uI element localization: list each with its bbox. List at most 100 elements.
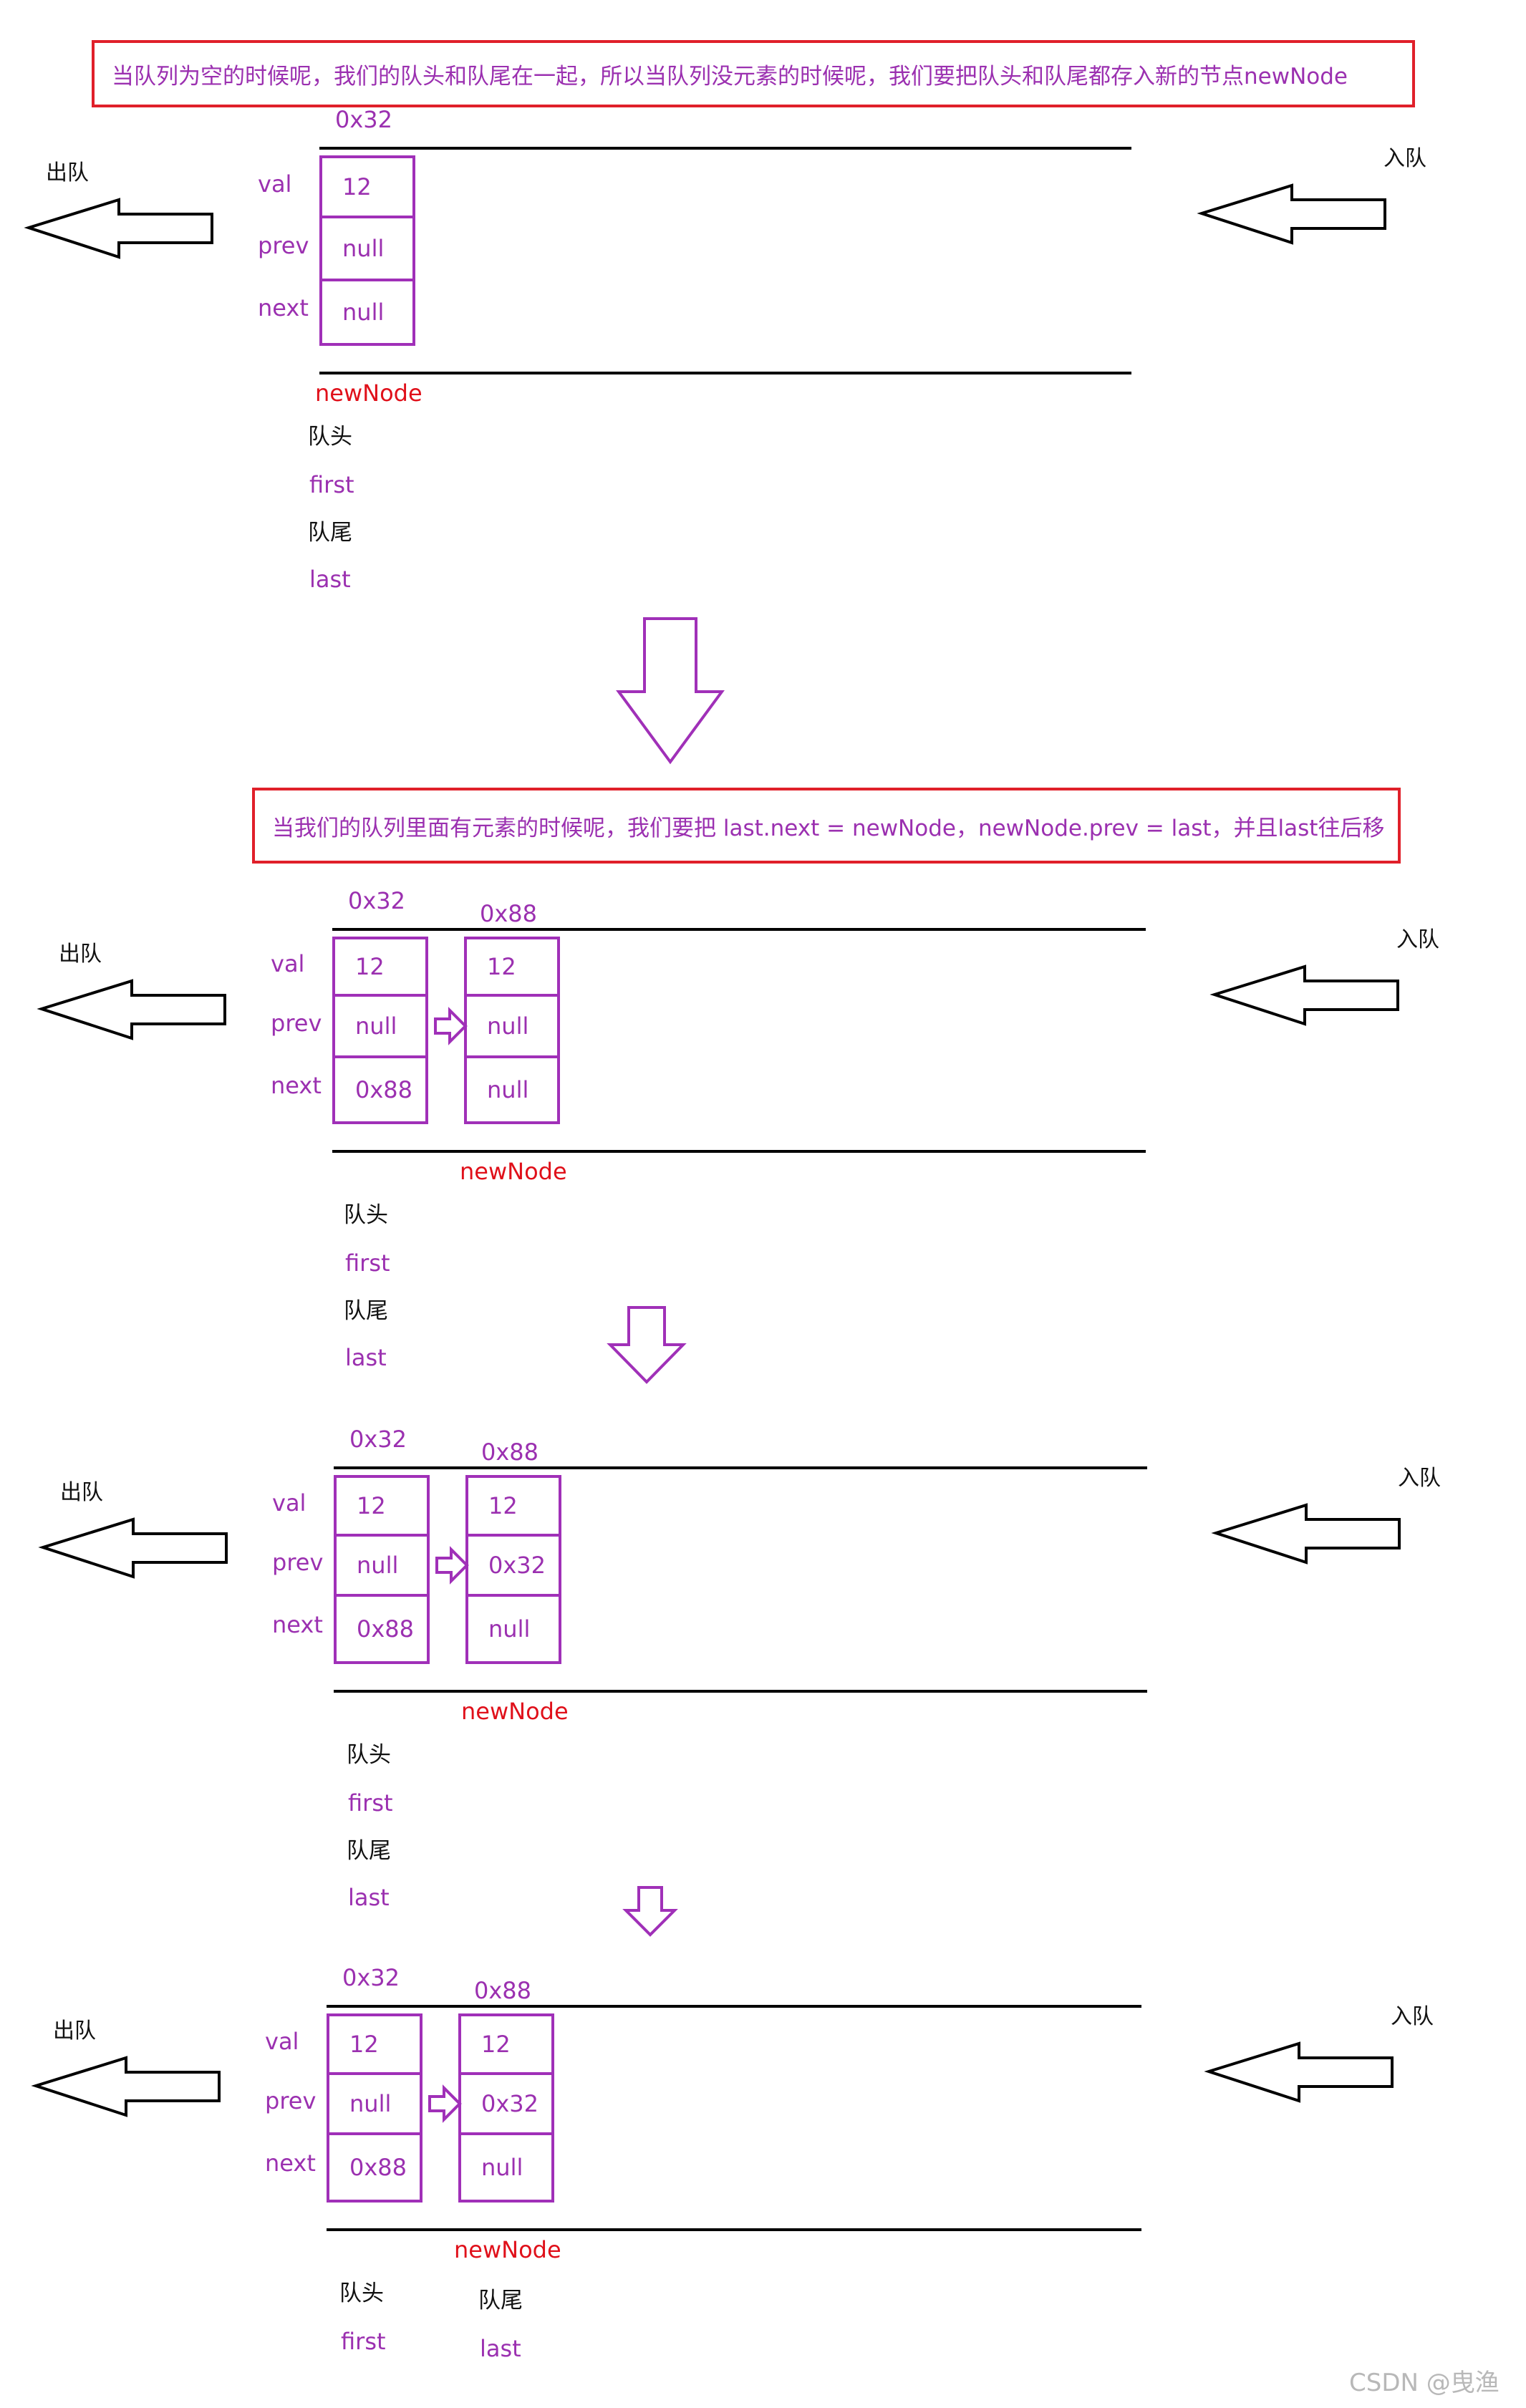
- head-label: 队头: [308, 424, 352, 450]
- enqueue-label: 入队: [1396, 927, 1439, 952]
- field-label-next: next: [258, 294, 309, 321]
- node-address: 0x88: [481, 1438, 539, 1466]
- dequeue-arrow-icon: [38, 1517, 228, 1579]
- queue-top-line: [327, 2005, 1141, 2008]
- tail-label: 队尾: [478, 2288, 523, 2313]
- dequeue-arrow-icon: [31, 2056, 221, 2117]
- head-label: 队头: [344, 1202, 388, 1228]
- new-node-label: newNode: [454, 2236, 561, 2263]
- node-prev-cell: null: [337, 1537, 427, 1597]
- first-pointer: first: [345, 1249, 390, 1277]
- tail-label: 队尾: [347, 1838, 391, 1864]
- enqueue-arrow-icon: [1197, 183, 1386, 245]
- dequeue-arrow-icon: [37, 979, 226, 1040]
- field-label-prev: prev: [272, 1549, 324, 1576]
- node-address: 0x32: [335, 106, 393, 133]
- enqueue-label: 入队: [1391, 2004, 1434, 2029]
- queue-bottom-line: [332, 1150, 1146, 1153]
- enqueue-arrow-icon: [1204, 2041, 1394, 2103]
- node-val-cell: 12: [461, 2016, 551, 2075]
- node-prev-cell: null: [335, 997, 425, 1058]
- node-val-cell: 12: [329, 2016, 420, 2075]
- down-arrow-icon: [607, 1306, 687, 1384]
- link-arrow-icon: [435, 1546, 469, 1585]
- last-pointer: last: [348, 1884, 390, 1911]
- last-pointer: last: [480, 2335, 521, 2362]
- node-next-cell: 0x88: [349, 2154, 407, 2181]
- node-next-cell: 0x88: [357, 1615, 415, 1643]
- field-label-prev: prev: [258, 232, 309, 259]
- queue-bottom-line: [334, 1690, 1147, 1693]
- node-val-cell: 12: [467, 939, 557, 997]
- note-empty-queue: 当队列为空的时候呢，我们的队头和队尾在一起，所以当队列没元素的时候呢，我们要把队…: [92, 40, 1415, 107]
- first-pointer: first: [348, 1789, 393, 1817]
- first-pointer: first: [309, 471, 354, 498]
- new-node-label: newNode: [461, 1698, 569, 1725]
- node-next-cell: null: [488, 1615, 531, 1643]
- dequeue-label: 出队: [53, 2018, 96, 2044]
- node-prev-cell: null: [322, 218, 412, 281]
- node-address: 0x32: [348, 887, 406, 914]
- dequeue-label: 出队: [60, 1480, 103, 1505]
- node-address: 0x32: [342, 1964, 400, 1991]
- node-address: 0x88: [474, 1977, 532, 2004]
- node-address: 0x32: [349, 1426, 407, 1453]
- node-prev-cell: 0x32: [461, 2075, 551, 2135]
- dequeue-arrow-icon: [24, 198, 213, 259]
- note-nonempty-queue: 当我们的队列里面有元素的时候呢，我们要把 last.next = newNode…: [252, 788, 1401, 864]
- node-next-cell: 0x88: [355, 1076, 413, 1103]
- node-val-cell: 12: [335, 939, 425, 997]
- queue-top-line: [319, 147, 1131, 150]
- queue-bottom-line: [319, 372, 1131, 374]
- watermark: CSDN @曳渔: [1349, 2369, 1500, 2397]
- field-label-val: val: [265, 2028, 299, 2055]
- head-label: 队头: [347, 1742, 391, 1768]
- dequeue-label: 出队: [59, 942, 102, 967]
- field-label-val: val: [258, 170, 292, 198]
- tail-label: 队尾: [308, 520, 352, 546]
- field-label-val: val: [271, 950, 305, 977]
- last-pointer: last: [309, 566, 351, 593]
- node-val-cell: 12: [337, 1478, 427, 1537]
- field-label-prev: prev: [265, 2087, 317, 2114]
- enqueue-arrow-icon: [1209, 964, 1399, 1026]
- node-next-cell: null: [481, 2154, 523, 2181]
- field-label-next: next: [271, 1072, 322, 1099]
- dequeue-label: 出队: [46, 160, 89, 185]
- field-label-next: next: [265, 2150, 316, 2177]
- last-pointer: last: [345, 1344, 387, 1371]
- enqueue-label: 入队: [1383, 146, 1426, 171]
- field-label-val: val: [272, 1489, 306, 1517]
- node-next-cell: null: [342, 299, 385, 326]
- field-label-next: next: [272, 1611, 323, 1638]
- head-label: 队头: [339, 2281, 384, 2306]
- node-val-cell: 12: [322, 158, 412, 218]
- node-val-cell: 12: [468, 1478, 559, 1537]
- node-prev-cell: null: [329, 2075, 420, 2135]
- new-node-label: newNode: [460, 1158, 567, 1185]
- enqueue-label: 入队: [1398, 1466, 1441, 1491]
- link-arrow-icon: [428, 2084, 462, 2123]
- queue-top-line: [332, 928, 1146, 931]
- node-address: 0x88: [480, 900, 538, 927]
- queue-bottom-line: [327, 2228, 1141, 2231]
- queue-top-line: [334, 1466, 1147, 1469]
- first-pointer: first: [341, 2328, 386, 2355]
- new-node-label: newNode: [315, 379, 422, 407]
- node-prev-cell: 0x32: [468, 1537, 559, 1597]
- enqueue-arrow-icon: [1211, 1503, 1401, 1565]
- down-arrow-icon: [616, 617, 725, 765]
- down-arrow-icon: [622, 1886, 678, 1937]
- node-next-cell: null: [487, 1076, 529, 1103]
- field-label-prev: prev: [271, 1010, 322, 1037]
- tail-label: 队尾: [344, 1298, 388, 1324]
- node-prev-cell: null: [467, 997, 557, 1058]
- link-arrow-icon: [434, 1007, 468, 1045]
